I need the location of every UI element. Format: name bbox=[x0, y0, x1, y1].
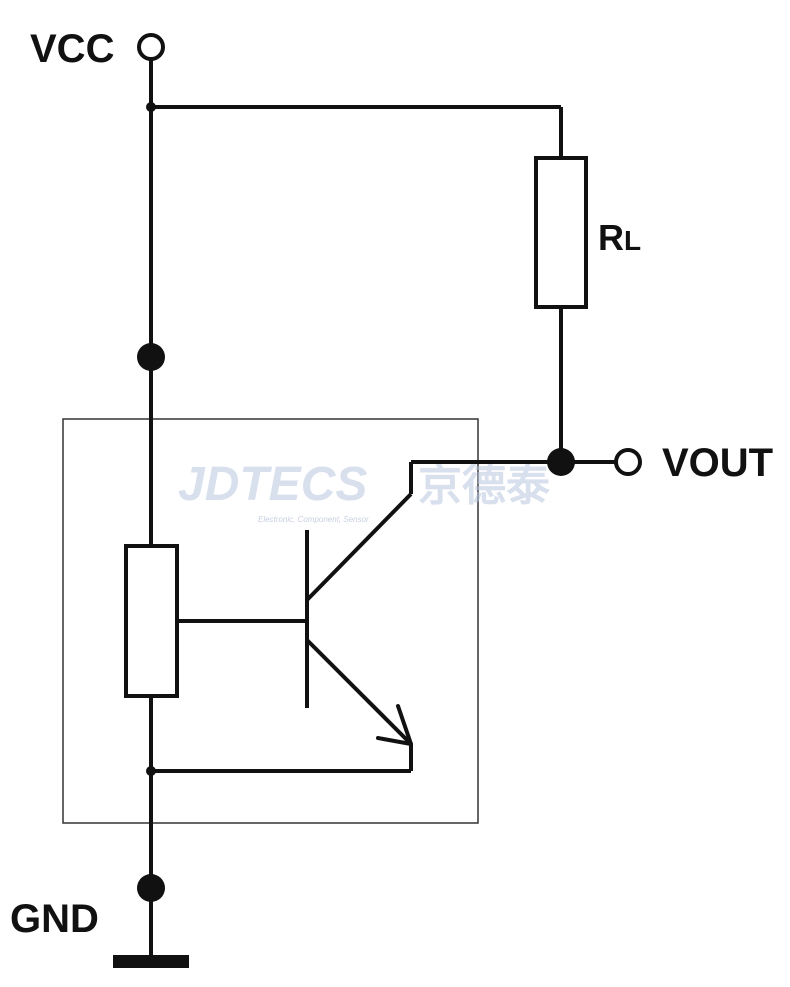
load-resistor bbox=[534, 156, 588, 309]
junction-dot-emitter bbox=[146, 766, 156, 776]
gnd-label: GND bbox=[10, 897, 99, 941]
rl-label-sub: L bbox=[624, 225, 641, 256]
vout-terminal bbox=[614, 448, 642, 476]
sensor-package-box bbox=[62, 418, 479, 824]
rl-label: RL bbox=[598, 217, 641, 258]
internal-resistor bbox=[124, 544, 179, 698]
watermark-brand: JDTECS bbox=[178, 458, 367, 511]
emitter-diagonal bbox=[305, 638, 413, 746]
junction-dot-vcc-pin bbox=[137, 343, 165, 371]
ground-bar bbox=[113, 955, 189, 968]
emitter-arrow bbox=[376, 704, 413, 746]
vcc-label: VCC bbox=[30, 27, 114, 71]
watermark-tagline: Electronic, Component, Sensor bbox=[258, 515, 369, 524]
junction-dot-gnd-pin bbox=[137, 874, 165, 902]
junction-dot-top bbox=[146, 102, 156, 112]
wires bbox=[149, 59, 616, 958]
vout-label: VOUT bbox=[662, 441, 773, 485]
vcc-terminal bbox=[137, 33, 165, 61]
watermark-chinese: 京德泰 bbox=[418, 460, 551, 511]
rl-label-main: R bbox=[598, 217, 624, 258]
junction-dot-vout bbox=[547, 448, 575, 476]
watermark: JDTECS 京德泰 Electronic, Component, Sensor bbox=[178, 458, 551, 524]
collector-diagonal bbox=[305, 492, 413, 602]
